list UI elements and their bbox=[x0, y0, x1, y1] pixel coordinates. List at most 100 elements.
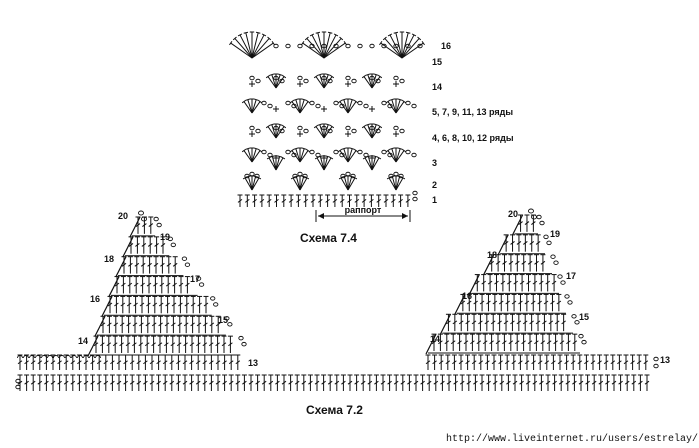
double-crochet-symbol bbox=[492, 374, 498, 391]
double-crochet-symbol bbox=[172, 256, 178, 274]
dc-slash bbox=[458, 360, 464, 365]
dc-slash bbox=[182, 360, 188, 365]
dc-slash bbox=[63, 360, 69, 365]
dc-slash bbox=[470, 340, 475, 345]
double-crochet-symbol bbox=[551, 274, 557, 292]
dc-slash bbox=[426, 380, 432, 385]
double-crochet-symbol bbox=[546, 333, 552, 351]
dc-slash bbox=[598, 380, 604, 385]
dc-slash bbox=[506, 380, 511, 385]
dc-slash bbox=[460, 300, 466, 305]
dc-slash bbox=[202, 380, 208, 385]
dc-slash bbox=[116, 380, 122, 385]
chain-symbol bbox=[213, 302, 219, 307]
dc-slash bbox=[504, 360, 510, 365]
dc-slash bbox=[189, 342, 195, 347]
dc-slash bbox=[527, 260, 533, 265]
chain-symbol bbox=[153, 216, 159, 222]
dc-slash bbox=[152, 302, 158, 307]
fan-stitch bbox=[367, 74, 373, 89]
dc-slash bbox=[153, 262, 159, 267]
chain-symbol bbox=[315, 152, 321, 158]
dc-slash bbox=[96, 360, 102, 365]
fan-stitch bbox=[251, 176, 257, 191]
dc-slash bbox=[158, 302, 164, 307]
chain-symbol bbox=[411, 152, 417, 158]
double-crochet-symbol bbox=[43, 374, 49, 391]
fan-stitch-top bbox=[411, 33, 417, 37]
fan-stitch-top bbox=[280, 156, 286, 160]
double-crochet-symbol bbox=[163, 335, 169, 353]
edge-stitch bbox=[101, 296, 113, 317]
double-crochet-symbol bbox=[484, 313, 490, 332]
double-crochet-symbol bbox=[133, 276, 139, 294]
shell-fan bbox=[361, 73, 383, 89]
dc-slash bbox=[221, 342, 227, 347]
dc-slash bbox=[393, 380, 399, 385]
fan-stitch-top bbox=[361, 124, 367, 129]
fan-stitch bbox=[323, 42, 346, 59]
fan-stitch-top bbox=[277, 155, 282, 158]
fan-stitch-top bbox=[267, 36, 272, 41]
double-crochet-symbol bbox=[499, 374, 505, 391]
dc-slash bbox=[183, 322, 189, 327]
chain-symbol bbox=[412, 190, 418, 196]
fan-stitch bbox=[267, 76, 277, 89]
double-crochet-symbol bbox=[50, 354, 56, 370]
double-crochet-symbol bbox=[123, 354, 129, 370]
dc-slash bbox=[209, 322, 215, 327]
double-crochet-symbol bbox=[136, 374, 142, 391]
fan-stitch-top bbox=[373, 73, 379, 76]
chain-symbol bbox=[405, 43, 411, 49]
dc-slash bbox=[510, 241, 515, 245]
dc-slash bbox=[50, 380, 56, 385]
dc-slash bbox=[463, 340, 469, 345]
double-crochet-symbol bbox=[425, 354, 431, 370]
fan-stitch bbox=[315, 126, 325, 139]
dc-slash bbox=[144, 342, 150, 347]
dc-slash bbox=[361, 198, 367, 203]
dc-slash bbox=[100, 342, 105, 347]
double-crochet-symbol bbox=[465, 313, 471, 332]
fan-stitch-top bbox=[329, 124, 335, 129]
chain-symbol bbox=[345, 75, 351, 81]
dc-slash bbox=[453, 380, 458, 385]
double-crochet-symbol bbox=[387, 374, 393, 391]
double-crochet-symbol bbox=[545, 274, 551, 292]
double-crochet-symbol bbox=[532, 274, 538, 292]
dc-slash bbox=[182, 380, 188, 385]
double-crochet-symbol bbox=[354, 194, 360, 207]
double-crochet-symbol bbox=[498, 293, 504, 312]
dc-slash bbox=[478, 320, 483, 325]
chain-symbol bbox=[167, 236, 173, 242]
chain-symbol bbox=[297, 75, 303, 81]
double-crochet-symbol bbox=[489, 333, 495, 351]
double-crochet-symbol bbox=[473, 293, 479, 312]
double-crochet-symbol bbox=[83, 354, 89, 370]
double-crochet-symbol bbox=[637, 374, 643, 391]
dc-slash bbox=[457, 340, 462, 345]
chain-symbol bbox=[393, 75, 399, 81]
chain-symbol bbox=[345, 125, 351, 131]
double-crochet-symbol bbox=[525, 374, 531, 391]
shell-fan bbox=[337, 147, 359, 163]
fan-stitch bbox=[230, 42, 253, 59]
dc-slash bbox=[489, 260, 495, 265]
double-crochet-symbol bbox=[190, 315, 196, 334]
dc-slash bbox=[638, 380, 643, 385]
double-crochet-symbol bbox=[471, 354, 477, 370]
fan-stitch-top bbox=[317, 123, 323, 126]
double-crochet-symbol bbox=[133, 295, 139, 314]
fan-stitch-top bbox=[246, 175, 251, 178]
chain-symbol bbox=[351, 128, 357, 134]
double-crochet-symbol bbox=[144, 335, 150, 353]
double-crochet-symbol bbox=[295, 194, 301, 207]
double-crochet-symbol bbox=[451, 354, 457, 370]
dc-slash bbox=[466, 300, 472, 305]
dc-slash bbox=[248, 380, 254, 385]
fan-stitch bbox=[363, 126, 373, 139]
dc-slash bbox=[557, 360, 563, 365]
double-crochet-symbol bbox=[202, 354, 208, 370]
fan-stitch bbox=[401, 34, 415, 59]
dc-slash bbox=[121, 282, 126, 287]
